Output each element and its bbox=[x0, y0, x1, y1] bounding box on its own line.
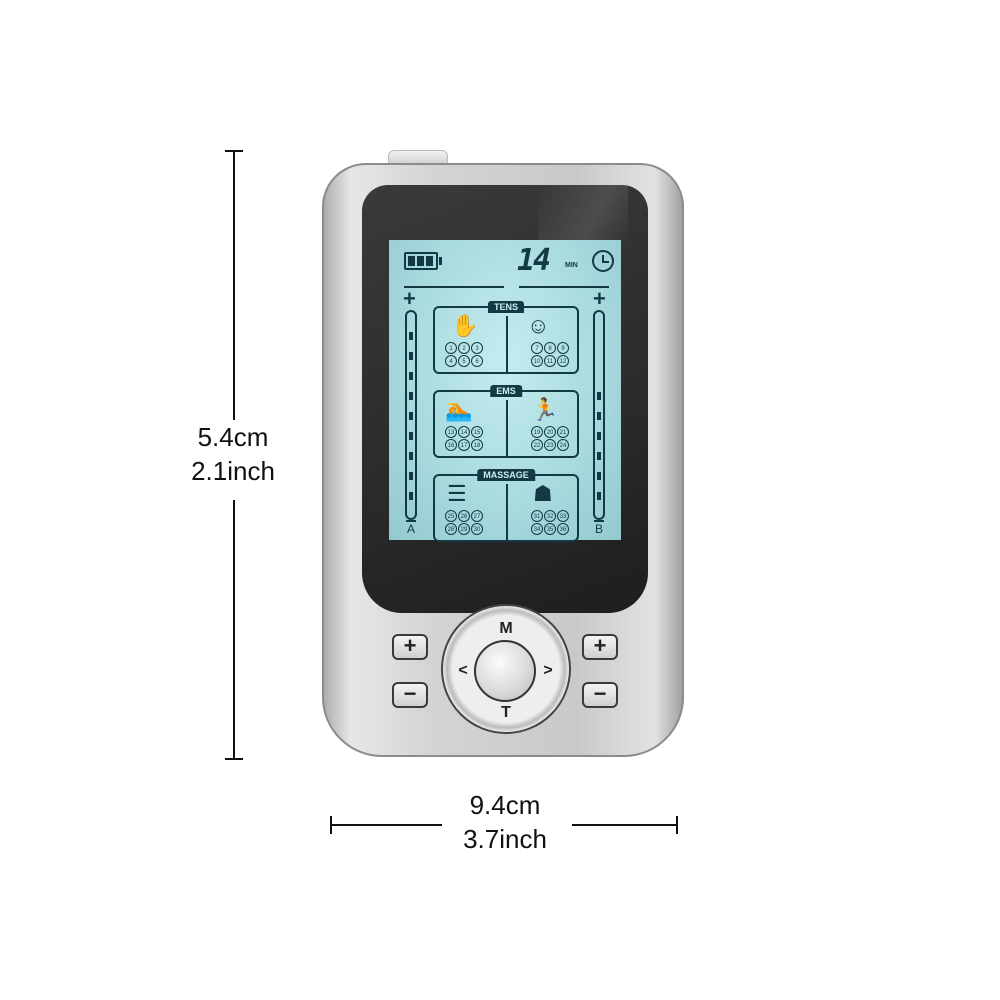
battery-icon bbox=[404, 252, 442, 270]
channel-b-plus-button[interactable]: + bbox=[582, 634, 618, 660]
height-inch: 2.1inch bbox=[191, 456, 275, 486]
channel-b-minus-button[interactable]: − bbox=[582, 682, 618, 708]
channel-a-minus-icon bbox=[406, 520, 416, 522]
dial-left-button[interactable]: < bbox=[458, 662, 468, 679]
neck-face-icon: ☺ bbox=[527, 313, 550, 338]
width-label: 9.4cm 3.7inch bbox=[430, 788, 580, 856]
width-dimension-line-left bbox=[330, 816, 442, 834]
dial-right-button[interactable]: > bbox=[543, 662, 553, 679]
back-massage-icon: ☰ bbox=[447, 481, 467, 506]
channel-a-intensity-bar bbox=[405, 310, 417, 520]
width-dimension-line-right bbox=[572, 816, 678, 834]
hand-icon: ✋ bbox=[451, 313, 479, 338]
mode-label-tens: TENS bbox=[487, 301, 525, 313]
runner-icon: 🏃 bbox=[531, 397, 559, 422]
width-cm: 9.4cm bbox=[469, 790, 541, 820]
channel-b-minus-icon bbox=[594, 520, 604, 522]
width-inch: 3.7inch bbox=[463, 824, 547, 854]
height-dimension-line bbox=[225, 150, 243, 760]
height-label: 5.4cm 2.1inch bbox=[170, 420, 296, 488]
channel-b-plus-icon: + bbox=[593, 286, 606, 311]
swimmer-icon: 🏊 bbox=[445, 397, 473, 422]
mode-label-ems: EMS bbox=[490, 385, 522, 397]
mode-label-massage: MASSAGE bbox=[477, 469, 535, 481]
channel-a-label: A bbox=[406, 522, 415, 536]
clock-icon bbox=[592, 250, 614, 272]
height-cm: 5.4cm bbox=[197, 422, 269, 452]
timer-unit: MIN bbox=[565, 262, 578, 269]
timer-button[interactable]: T bbox=[501, 704, 511, 721]
channel-a-minus-button[interactable]: − bbox=[392, 682, 428, 708]
dimension-cap-bottom bbox=[225, 758, 243, 760]
channel-a-plus-icon: + bbox=[403, 286, 416, 311]
dimension-cap-top bbox=[225, 150, 243, 152]
channel-a-plus-button[interactable]: + bbox=[392, 634, 428, 660]
power-center-button[interactable] bbox=[474, 640, 536, 702]
shoulder-massage-icon: ☗ bbox=[533, 481, 553, 506]
channel-b-label: B bbox=[594, 522, 603, 536]
channel-b-intensity-bar bbox=[593, 310, 605, 520]
mode-button[interactable]: M bbox=[499, 620, 513, 637]
timer-value: 14 bbox=[517, 243, 551, 278]
